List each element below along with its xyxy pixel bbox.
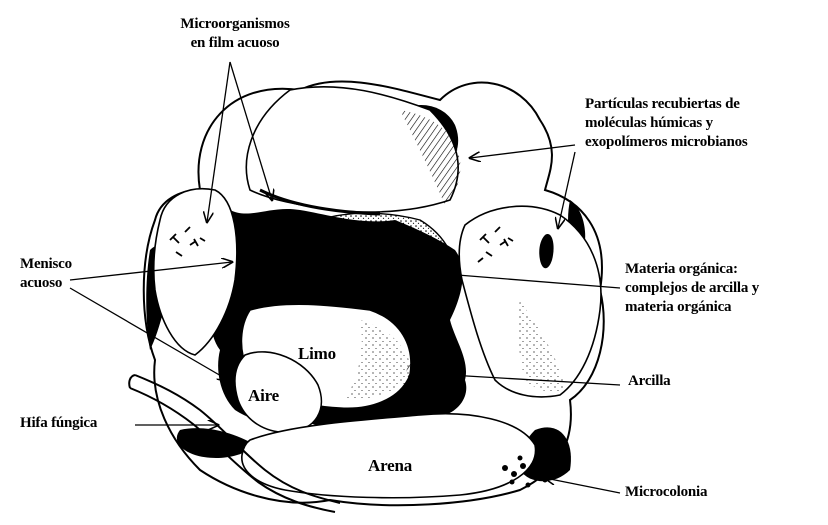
label-menisco: Menisco acuoso [20, 255, 72, 293]
label-line: moléculas húmicas y [585, 114, 748, 133]
label-microcolonia: Microcolonia [625, 483, 707, 502]
label-line: Partículas recubiertas de [585, 95, 748, 114]
label-line: en film acuoso [160, 34, 310, 53]
label-line: exopolímeros microbianos [585, 133, 748, 152]
label-aire: Aire [248, 386, 279, 405]
label-line: acuoso [20, 274, 72, 293]
label-line: materia orgánica [625, 298, 759, 317]
label-arena: Arena [368, 456, 412, 475]
label-arcilla: Arcilla [628, 372, 670, 391]
label-microorganismos: Microorganismos en film acuoso [160, 15, 310, 53]
label-particulas: Partículas recubiertas de moléculas húmi… [585, 95, 748, 152]
label-limo: Limo [298, 344, 336, 363]
label-materia-organica: Materia orgánica: complejos de arcilla y… [625, 260, 759, 317]
label-line: Menisco [20, 255, 72, 274]
label-line: complejos de arcilla y [625, 279, 759, 298]
label-line: Materia orgánica: [625, 260, 759, 279]
label-line: Microorganismos [160, 15, 310, 34]
label-hifa-fungica: Hifa fúngica [20, 414, 97, 433]
